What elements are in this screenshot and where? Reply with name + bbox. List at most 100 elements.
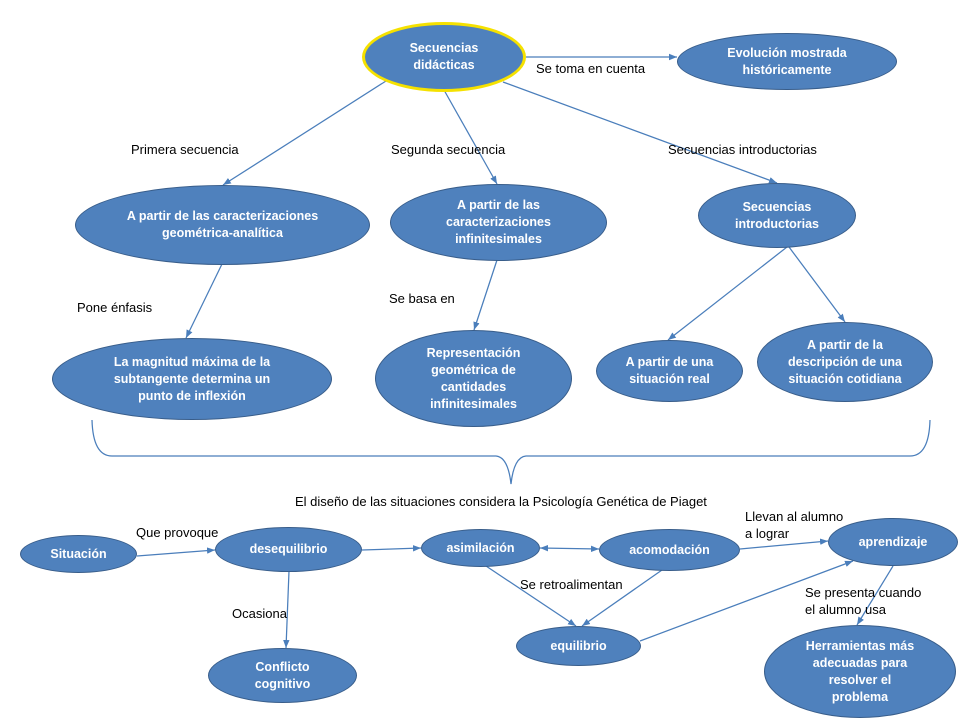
node-caracterizaciones-infinitesimales: A partir de las caracterizaciones infini… xyxy=(390,184,607,261)
node-magnitud-maxima-subtangente-label: La magnitud máxima de la subtangente det… xyxy=(114,354,270,405)
connector-introductorias-to-situacion-real xyxy=(667,246,788,341)
connector-asimilacion-acomodacion xyxy=(539,544,600,553)
link-label-line: Se basa en xyxy=(389,291,455,306)
node-label-line: A partir de la xyxy=(807,337,883,352)
node-acomodacion: acomodación xyxy=(599,529,740,571)
node-aprendizaje-label: aprendizaje xyxy=(859,534,928,551)
node-label-line: Secuencias xyxy=(742,199,812,214)
node-label-line: Situación xyxy=(50,546,107,561)
node-herramientas-label: Herramientas más adecuadas para resolver… xyxy=(806,638,914,706)
node-label-line: descripción de una xyxy=(788,354,902,369)
node-representacion-geometrica: Representación geométrica de cantidades … xyxy=(375,330,572,427)
link-label-se-presenta-cuando: Se presenta cuando el alumno usa xyxy=(805,584,921,618)
node-equilibrio: equilibrio xyxy=(516,626,641,666)
connector-infinitesimales-to-representacion xyxy=(473,259,498,331)
node-label-line: desequilibrio xyxy=(249,542,328,556)
node-conflicto-cognitivo-label: Conflicto cognitivo xyxy=(255,659,311,693)
connector-desequilibrio-to-asimilacion xyxy=(361,545,422,552)
node-label-line: situación cotidiana xyxy=(788,371,902,386)
node-conflicto-cognitivo: Conflicto cognitivo xyxy=(208,648,357,703)
link-label-line: el alumno usa xyxy=(805,602,886,617)
connector-acomodacion-to-aprendizaje xyxy=(739,538,829,550)
link-label-line: Llevan al alumno xyxy=(745,509,844,524)
link-label-ocasiona: Ocasiona xyxy=(232,605,287,622)
connector-introductorias-to-situacion-cotidiana xyxy=(788,246,846,323)
node-herramientas: Herramientas más adecuadas para resolver… xyxy=(764,625,956,718)
node-secuencias-introductorias-label: Secuencias introductorias xyxy=(735,199,819,233)
link-label-diseno-piaget: El diseño de las situaciones considera l… xyxy=(295,493,707,510)
node-label-line: situación real xyxy=(629,372,710,386)
connector-acomodacion-to-equilibrio xyxy=(581,569,663,627)
node-evolucion-historica: Evolución mostrada históricamente xyxy=(677,33,897,90)
node-label-line: acomodación xyxy=(629,542,710,557)
node-situacion-real: A partir de una situación real xyxy=(596,340,743,402)
node-label-line: Herramientas más xyxy=(805,638,915,653)
node-situacion-real-label: A partir de una situación real xyxy=(626,354,714,388)
node-label-line: equilibrio xyxy=(550,638,607,653)
link-label-pone-enfasis: Pone énfasis xyxy=(77,299,152,316)
node-label-line: A partir de las xyxy=(457,198,540,212)
connector-aprendizaje-to-herramientas xyxy=(856,565,894,626)
node-aprendizaje: aprendizaje xyxy=(828,518,958,566)
node-asimilacion: asimilación xyxy=(421,529,540,567)
link-label-segunda-secuencia: Segunda secuencia xyxy=(391,141,505,158)
link-label-line: Ocasiona xyxy=(232,606,287,621)
node-label-line: La magnitud máxima de la xyxy=(113,354,271,369)
node-label-line: geométrica-analítica xyxy=(162,226,283,240)
node-situacion-cotidiana-label: A partir de la descripción de una situac… xyxy=(788,337,902,388)
node-secuencias-didacticas-label: Secuencias didácticas xyxy=(410,40,479,74)
connector-secuencias-to-geometrica-analitica xyxy=(222,80,387,186)
node-label-line: Conflicto xyxy=(255,659,310,674)
node-asimilacion-label: asimilación xyxy=(446,540,514,557)
link-label-line: Primera secuencia xyxy=(131,142,239,157)
node-label-line: aprendizaje xyxy=(858,534,928,549)
node-label-line: Evolución mostrada xyxy=(727,45,847,60)
node-label-line: Representación xyxy=(426,345,521,360)
node-label-line: resolver el xyxy=(828,672,892,687)
link-label-line: Pone énfasis xyxy=(77,300,153,315)
node-desequilibrio-label: desequilibrio xyxy=(250,541,328,558)
node-caracterizaciones-infinitesimales-label: A partir de las caracterizaciones infini… xyxy=(446,197,551,248)
link-label-se-basa-en: Se basa en xyxy=(389,290,455,307)
node-caracterizaciones-geometrica-analitica-label: A partir de las caracterizaciones geomét… xyxy=(127,208,318,242)
node-acomodacion-label: acomodación xyxy=(629,542,710,559)
node-secuencias-introductorias: Secuencias introductorias xyxy=(698,183,856,248)
node-representacion-geometrica-label: Representación geométrica de cantidades … xyxy=(427,345,521,413)
node-label-line: punto de inflexión xyxy=(138,388,246,403)
node-label-line: infinitesimales xyxy=(455,232,542,246)
node-label-line: cognitivo xyxy=(254,676,311,691)
link-label-que-provoque: Que provoque xyxy=(136,524,218,541)
link-label-line: Secuencias introductorias xyxy=(668,142,817,157)
node-label-line: introductorias xyxy=(734,216,820,231)
link-label-line: Segunda secuencia xyxy=(391,142,506,157)
node-desequilibrio: desequilibrio xyxy=(215,527,362,572)
node-label-line: asimilación xyxy=(446,540,515,555)
node-label-line: problema xyxy=(831,689,889,704)
node-label-line: subtangente determina un xyxy=(113,371,271,386)
link-label-line: Que provoque xyxy=(136,525,219,540)
connector-secuencias-to-infinitesimales xyxy=(443,89,498,185)
node-label-line: geométrica de xyxy=(431,362,516,377)
link-label-se-toma-en-cuenta: Se toma en cuenta xyxy=(536,60,645,77)
link-label-line: Se presenta cuando xyxy=(805,585,922,600)
connector-geometrica-to-magnitud xyxy=(185,263,223,339)
link-label-secuencias-introductorias: Secuencias introductorias xyxy=(668,141,817,158)
node-label-line: adecuadas para xyxy=(812,655,908,670)
node-label-line: históricamente xyxy=(742,62,832,77)
node-label-line: Secuencias xyxy=(409,41,479,55)
node-evolucion-historica-label: Evolución mostrada históricamente xyxy=(727,45,846,79)
node-label-line: cantidades xyxy=(440,379,507,394)
node-label-line: caracterizaciones xyxy=(446,215,551,229)
node-label-line: A partir de una xyxy=(625,355,714,369)
node-situacion-label: Situación xyxy=(50,546,106,563)
node-label-line: didácticas xyxy=(413,58,475,72)
node-label-line: A partir de las caracterizaciones xyxy=(126,209,319,223)
link-label-line: a lograr xyxy=(745,526,790,541)
node-label-line: infinitesimales xyxy=(430,396,517,411)
link-label-se-retroalimentan: Se retroalimentan xyxy=(520,576,623,593)
connector-secuencias-to-introductorias xyxy=(502,81,778,184)
node-situacion-cotidiana: A partir de la descripción de una situac… xyxy=(757,322,933,402)
grouping-brace xyxy=(91,419,931,485)
link-label-primera-secuencia: Primera secuencia xyxy=(131,141,239,158)
